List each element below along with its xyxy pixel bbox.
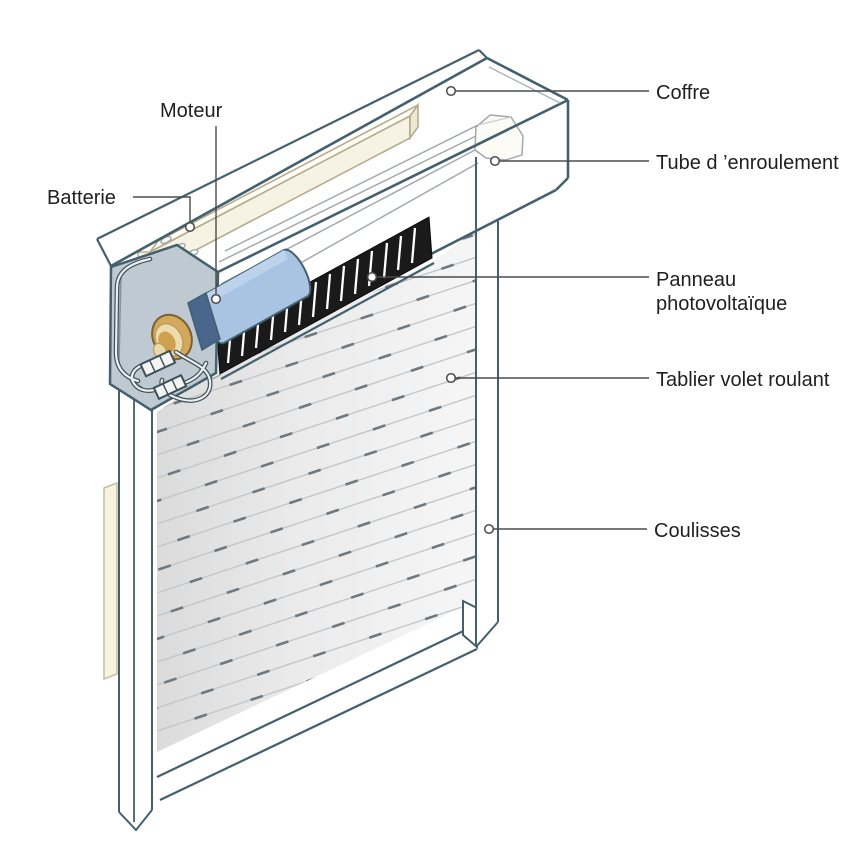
wires — [113, 256, 213, 403]
tablier-marker — [445, 372, 457, 384]
label-coulisses: Coulisses — [654, 520, 741, 542]
label-tablier: Tablier volet roulant — [656, 369, 830, 391]
label-tube: Tube d ’enroulement — [656, 152, 839, 174]
left-guide-rail — [118, 388, 153, 832]
label-coffre: Coffre — [656, 82, 710, 104]
label-panneau-2: photovoltaïque — [656, 293, 787, 315]
bottom-bar-end-tab — [462, 599, 478, 650]
coffre-box-outline — [96, 49, 570, 274]
coffre-marker — [445, 85, 457, 97]
curtain-bottom-bar — [156, 624, 478, 801]
panneau-marker — [366, 271, 378, 283]
wire-connectors — [139, 349, 188, 401]
wall-strip — [103, 481, 118, 681]
motor-ring — [187, 291, 221, 352]
tube-end-octagon — [474, 114, 524, 161]
motor-gold-cap — [151, 313, 193, 361]
coulisses-marker — [483, 523, 495, 535]
right-guide-rail — [475, 157, 499, 648]
label-batterie: Batterie — [47, 187, 116, 209]
solar-panel-base-edge — [220, 262, 435, 380]
tube-marker — [489, 155, 501, 167]
label-panneau-1: Panneau — [656, 269, 736, 291]
motor-highlight — [200, 250, 288, 306]
callouts: Coffre Tube d ’enroulement Panneau photo… — [47, 82, 839, 542]
leader-lines — [133, 90, 649, 530]
batterie-marker — [184, 221, 196, 233]
leader-markers — [184, 85, 501, 535]
moteur-marker — [210, 293, 222, 305]
label-moteur: Moteur — [160, 100, 223, 122]
motor — [151, 248, 312, 361]
